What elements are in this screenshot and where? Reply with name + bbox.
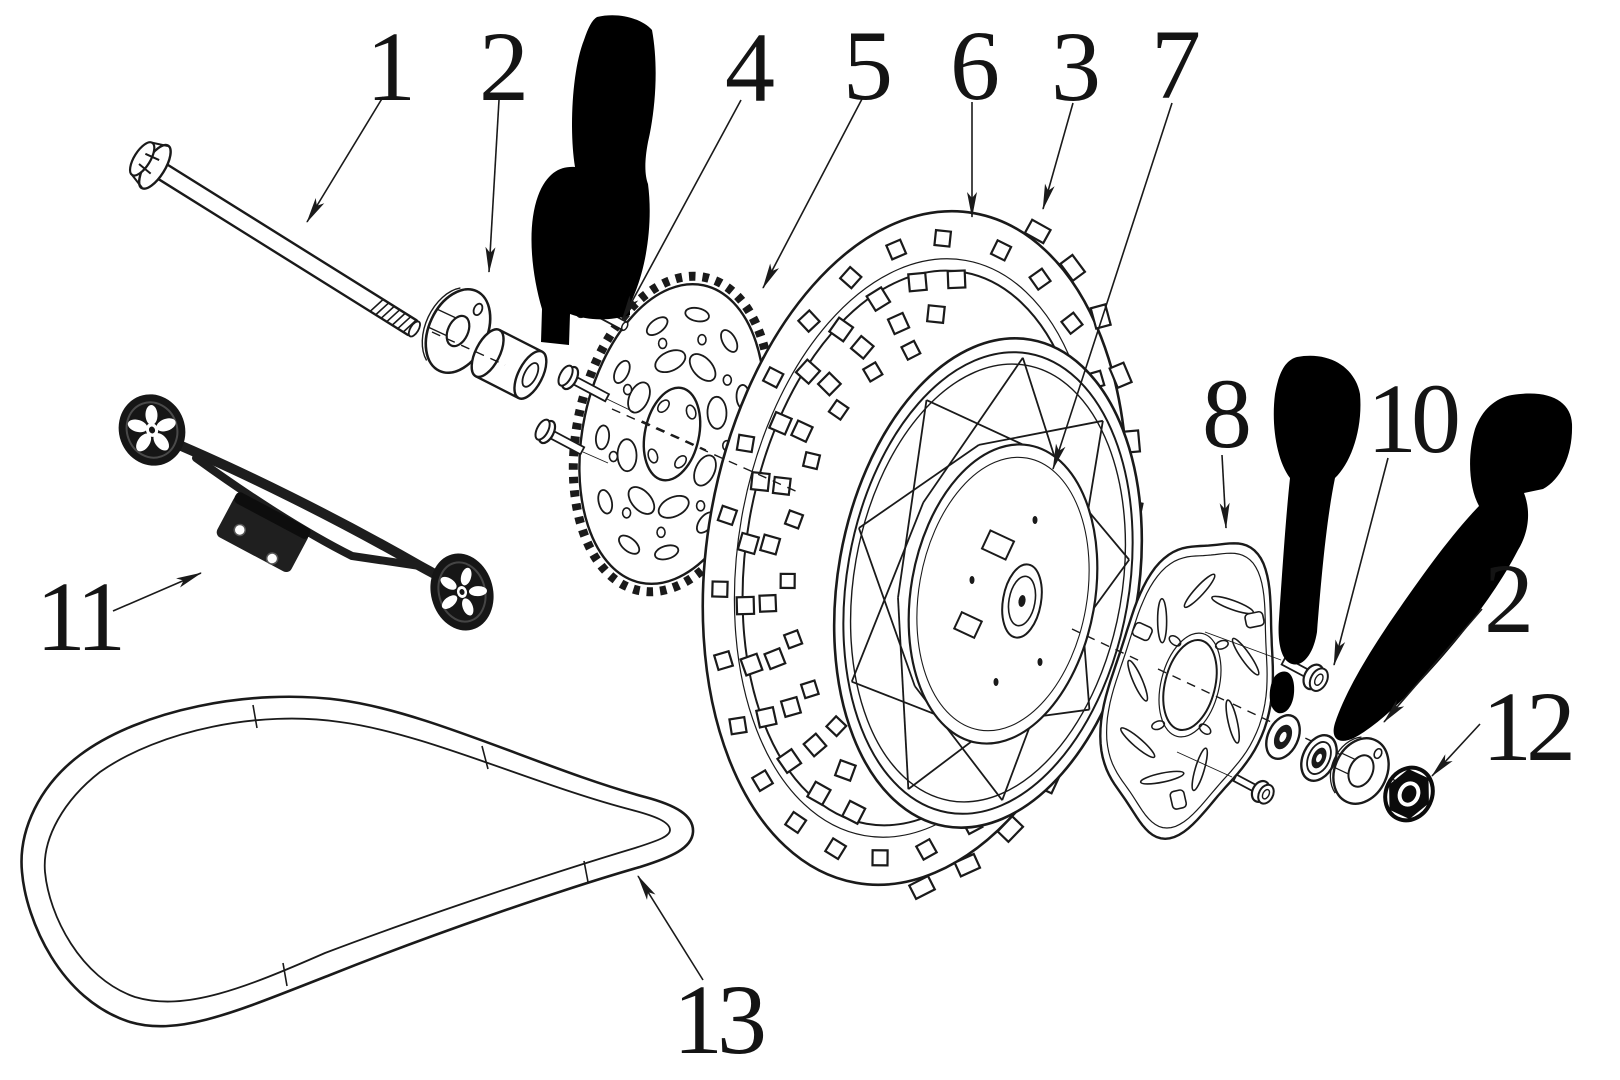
part-label-5: 5 — [843, 10, 893, 121]
rear-axle — [128, 141, 421, 338]
brake-disc — [1099, 542, 1275, 841]
leader-3 — [1042, 102, 1074, 210]
training-wheel-assembly — [118, 394, 494, 631]
part-label-8: 8 — [1202, 358, 1252, 469]
bolt-alignment-lines — [1176, 631, 1282, 778]
part-label-6: 6 — [950, 10, 1000, 121]
redaction-blobs — [531, 15, 1573, 741]
axle-washer — [1265, 714, 1301, 760]
leader-13 — [637, 875, 704, 981]
leader-11 — [112, 572, 202, 612]
leader-2-right — [1383, 608, 1483, 723]
part-label-10: 10 — [1367, 363, 1458, 474]
axle-flange-nut — [1383, 765, 1435, 823]
trainer-bracket — [216, 492, 311, 573]
hub-boss — [1001, 563, 1043, 639]
leader-1 — [306, 96, 384, 223]
leader-10 — [1333, 457, 1389, 666]
disc-bolt-lower — [1232, 773, 1275, 805]
part-label-2-right: 2 — [1484, 543, 1534, 654]
trainer-wheel-right — [430, 553, 494, 631]
leader-7 — [1052, 102, 1173, 470]
part-label-4: 4 — [725, 12, 775, 123]
redaction-blob-mid — [1273, 355, 1361, 665]
axle-spacer — [470, 328, 548, 400]
leader-4 — [621, 99, 742, 321]
part-label-11: 11 — [36, 561, 120, 672]
part-label-12: 12 — [1482, 671, 1571, 782]
part-label-1: 1 — [366, 11, 416, 122]
chain-adjuster-right — [1329, 736, 1390, 805]
part-label-3: 3 — [1051, 11, 1101, 122]
disc-bolt-upper — [1280, 656, 1329, 692]
redaction-blob-right — [1333, 393, 1573, 741]
trainer-wheel-left — [118, 394, 186, 466]
redaction-blob-top — [531, 15, 656, 345]
part-label-2-left: 2 — [479, 11, 529, 122]
drive-chain — [20, 695, 695, 1028]
wheel-bearing — [1300, 734, 1338, 782]
leader-8 — [1219, 454, 1230, 529]
axis-dash-tire — [611, 408, 801, 494]
callout-numbers: 1 2 4 5 6 3 7 8 10 2 12 11 13 — [36, 9, 1577, 1075]
leader-2-left — [485, 99, 500, 273]
part-label-13: 13 — [673, 964, 764, 1075]
axis-dash-left — [431, 331, 506, 366]
leader-5 — [762, 98, 863, 289]
part-label-7: 7 — [1151, 9, 1201, 120]
redaction-blob-mid-small — [1269, 671, 1295, 714]
hub-plate — [907, 443, 1099, 745]
axis-dash-sprocket — [641, 420, 707, 451]
callout-leaders — [112, 96, 1483, 981]
leader-12 — [1431, 723, 1481, 777]
